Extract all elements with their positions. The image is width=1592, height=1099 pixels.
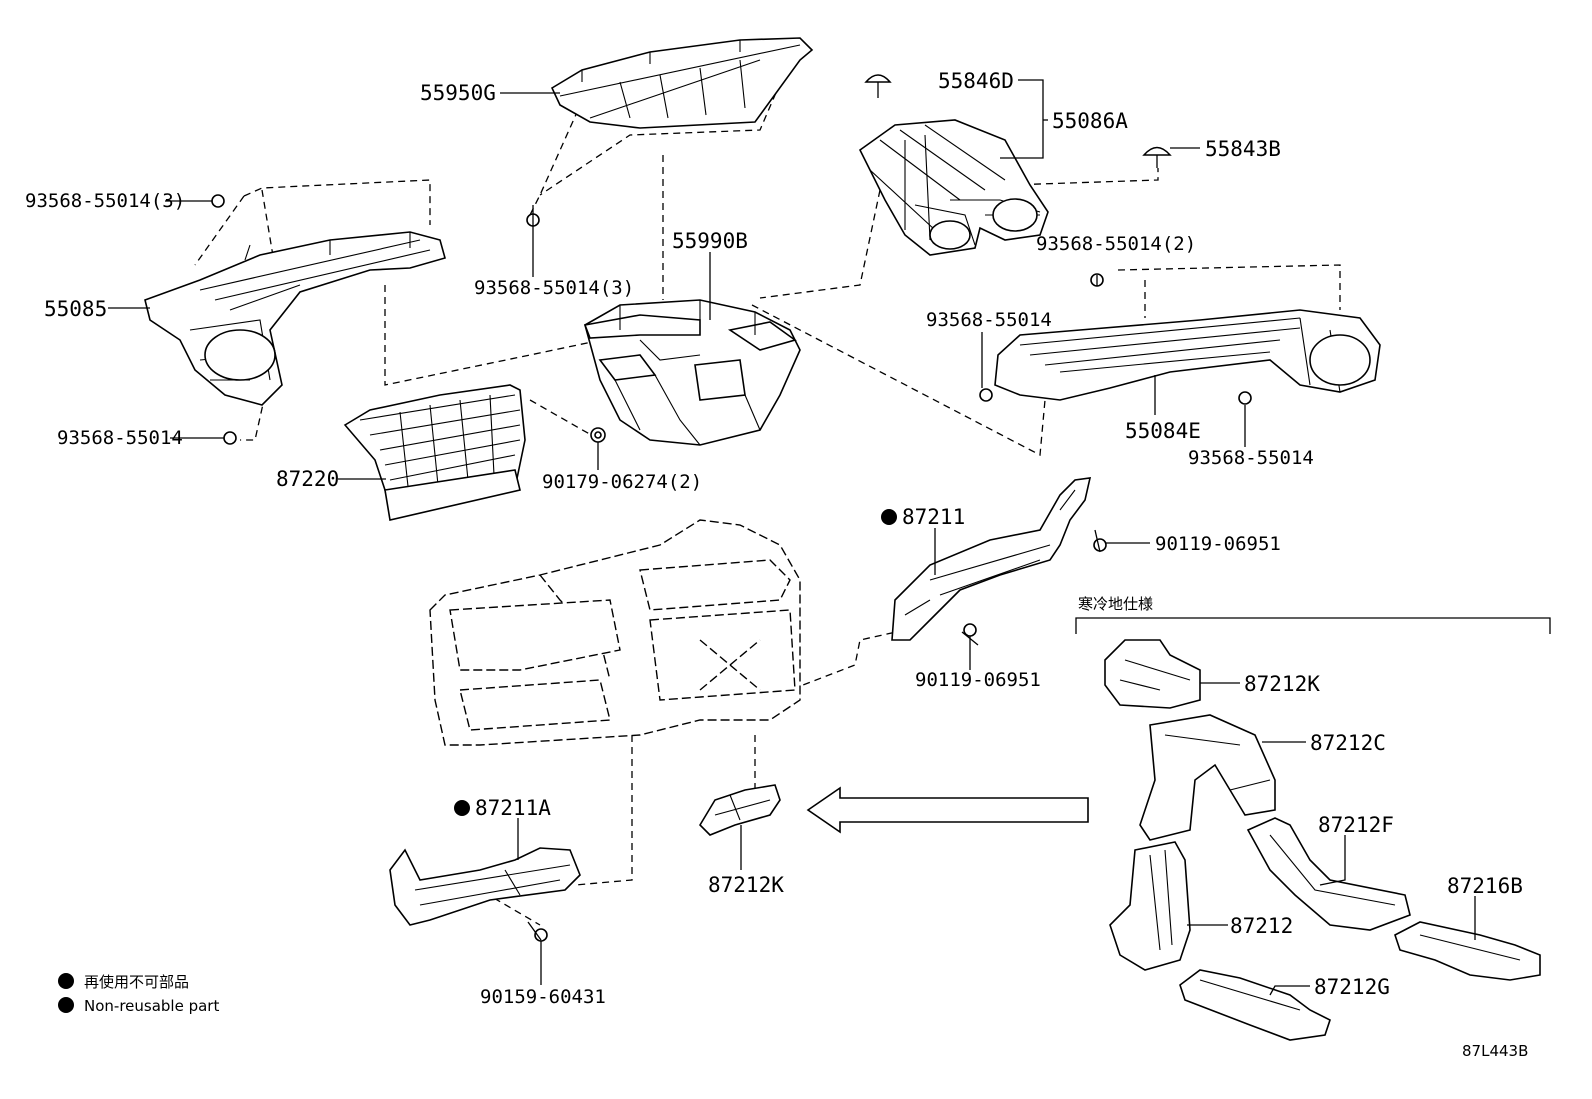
part-55950G — [550, 37, 814, 129]
part-hvac-unit — [429, 519, 801, 746]
part-87220 — [343, 384, 526, 521]
label-55843B: 55843B — [1205, 137, 1281, 161]
part-labels: 55950G 55846D 55086A 55843B 93568-55014(… — [25, 69, 1523, 1008]
label-90119-06951a: 90119-06951 — [1155, 533, 1281, 555]
label-87212F: 87212F — [1318, 813, 1394, 837]
clip-55843B — [1142, 146, 1172, 168]
label-87212G: 87212G — [1314, 975, 1390, 999]
label-93568-55014-l: 93568-55014 — [57, 427, 183, 449]
part-87216B — [1394, 921, 1541, 981]
direction-arrow — [806, 786, 1089, 834]
label-90159-60431: 90159-60431 — [480, 986, 606, 1008]
label-87212C: 87212C — [1310, 731, 1386, 755]
legend: 再使用不可部品 Non-reusable part — [58, 973, 219, 1015]
label-87211: 87211 — [902, 505, 965, 529]
part-87212F — [1246, 817, 1411, 931]
label-55084E: 55084E — [1125, 419, 1201, 443]
part-87212C — [1139, 714, 1276, 841]
label-93568-55014-3b: 93568-55014(3) — [474, 277, 634, 299]
part-87211A — [389, 847, 581, 926]
label-55990B: 55990B — [672, 229, 748, 253]
label-90119-06951b: 90119-06951 — [915, 669, 1041, 691]
label-87212K-center: 87212K — [708, 873, 784, 897]
leader-lines — [108, 79, 1476, 996]
part-87212 — [1109, 841, 1191, 971]
diagram-code: 87L443B — [1462, 1042, 1528, 1060]
part-55084E — [994, 309, 1381, 401]
label-90179-06274: 90179-06274(2) — [542, 471, 702, 493]
label-55950G: 55950G — [420, 81, 496, 105]
label-55846D: 55846D — [938, 69, 1014, 93]
label-87212: 87212 — [1230, 914, 1293, 938]
label-93568-55014-r1: 93568-55014 — [926, 309, 1052, 331]
part-87212K-center — [698, 784, 781, 836]
legend-dot-jp — [58, 973, 74, 989]
part-87212K-right — [1104, 639, 1201, 709]
part-55086A — [858, 119, 1049, 256]
non-reusable-mark-87211A — [454, 800, 470, 816]
label-87216B: 87216B — [1447, 874, 1523, 898]
label-55086A: 55086A — [1052, 109, 1128, 133]
non-reusable-mark-87211 — [881, 509, 897, 525]
label-55085: 55085 — [44, 297, 107, 321]
part-87212G — [1179, 969, 1331, 1041]
part-55990B — [583, 299, 801, 446]
legend-dot-en — [58, 997, 74, 1013]
legend-en: Non-reusable part — [84, 997, 219, 1015]
legend-jp: 再使用不可部品 — [84, 973, 189, 991]
label-93568-55014-2: 93568-55014(2) — [1036, 233, 1196, 255]
cold-region-bracket — [1075, 617, 1551, 634]
cold-region-spec-label: 寒冷地仕様 — [1078, 595, 1153, 613]
clip-55846D — [864, 74, 892, 98]
label-87211A: 87211A — [475, 796, 551, 820]
label-93568-55014-3a: 93568-55014(3) — [25, 190, 185, 212]
part-87211 — [891, 477, 1092, 641]
label-93568-55014-r2: 93568-55014 — [1188, 447, 1314, 469]
label-87220: 87220 — [276, 467, 339, 491]
label-87212K-right: 87212K — [1244, 672, 1320, 696]
part-55085 — [144, 231, 446, 406]
